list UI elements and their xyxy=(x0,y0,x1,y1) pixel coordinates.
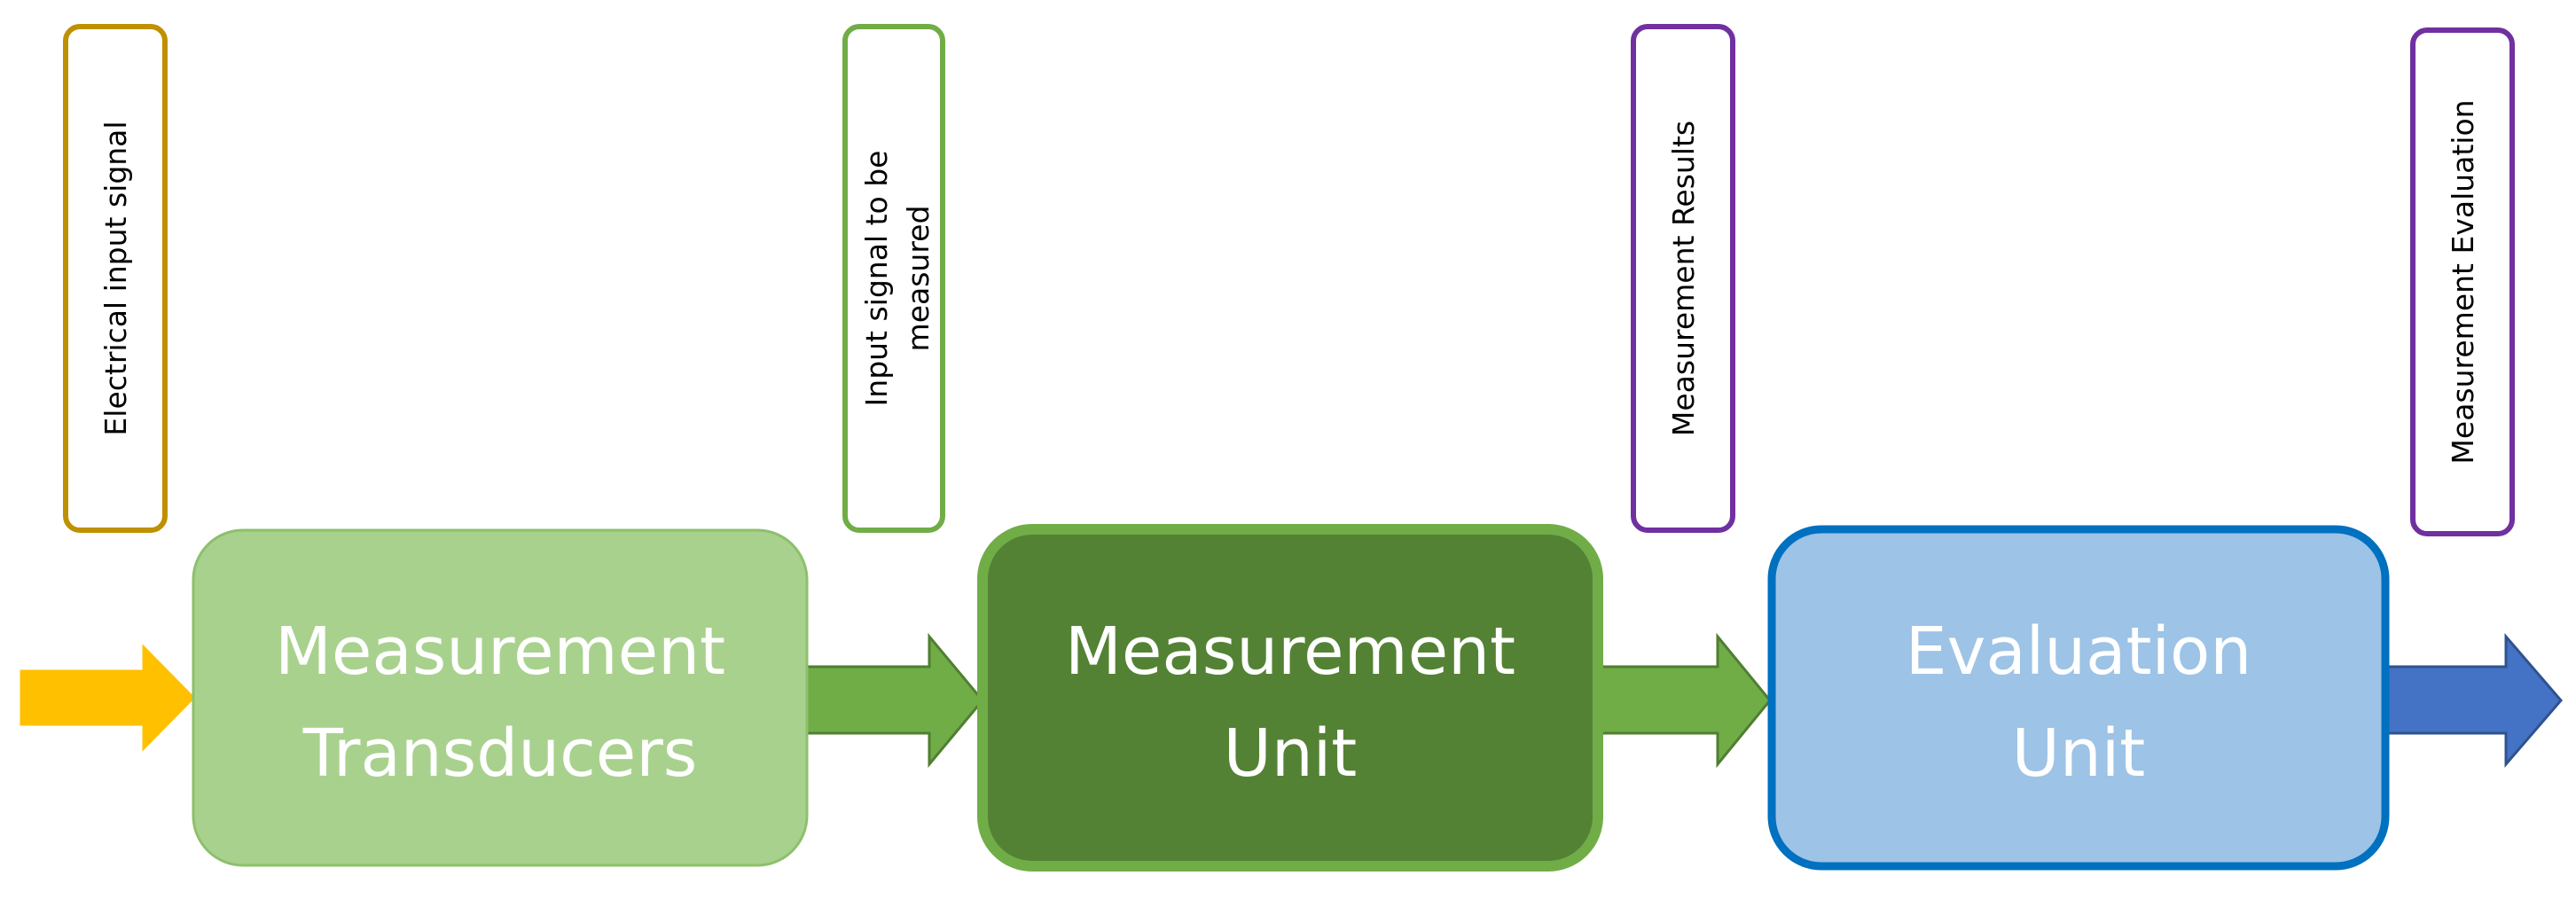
evaluation-unit-box xyxy=(1767,525,2390,871)
measurement-transducers-block: Measurement Transducers xyxy=(192,528,809,867)
measurement-transducers-label-line-2: Transducers xyxy=(302,715,698,792)
labels-layer: Electrical input signal Input signal to … xyxy=(63,24,2515,536)
measurement-transducers-label-line-1: Measurement xyxy=(275,614,725,690)
measurement-results-text: Measurement Results xyxy=(1666,121,1701,436)
measurement-unit-box xyxy=(977,524,1603,872)
measurement-unit-label-line-1: Measurement xyxy=(1065,614,1515,690)
measurement-unit-label-line-2: Unit xyxy=(1224,715,1358,792)
measurement-evaluation-label: Measurement Evaluation xyxy=(2410,27,2515,536)
arrows-layer xyxy=(20,632,2563,769)
measurement-unit-block: Measurement Unit xyxy=(977,524,1603,872)
evaluation-unit-block: Evaluation Unit xyxy=(1767,525,2390,871)
input-signal-to-be-measured-text-line-2: measured xyxy=(901,206,936,352)
input-signal-to-be-measured-text-line-1: Input signal to be xyxy=(859,151,894,407)
measurement-evaluation-text: Measurement Evaluation xyxy=(2446,99,2480,464)
input-arrow xyxy=(20,644,196,752)
measurement-evaluation-frame xyxy=(2410,27,2515,536)
evaluation-unit-label-line-1: Evaluation xyxy=(1906,614,2251,690)
measurement-results-label: Measurement Results xyxy=(1631,24,1735,533)
electrical-input-signal-label: Electrical input signal xyxy=(63,24,168,533)
transducers-to-unit-arrow xyxy=(803,632,984,769)
input-signal-to-be-measured-frame xyxy=(842,24,945,533)
evaluation-unit-label-line-2: Unit xyxy=(2012,715,2146,792)
unit-to-evaluation-arrow xyxy=(1594,632,1772,769)
blocks-layer: Measurement Transducers Measurement Unit… xyxy=(192,524,2390,872)
measurement-transducers-box xyxy=(192,528,809,867)
input-signal-to-be-measured-label: Input signal to be measured xyxy=(842,24,945,533)
output-arrow xyxy=(2382,632,2563,769)
electrical-input-signal-frame xyxy=(63,24,168,533)
measurement-results-frame xyxy=(1631,24,1735,533)
electrical-input-signal-text: Electrical input signal xyxy=(98,121,133,435)
